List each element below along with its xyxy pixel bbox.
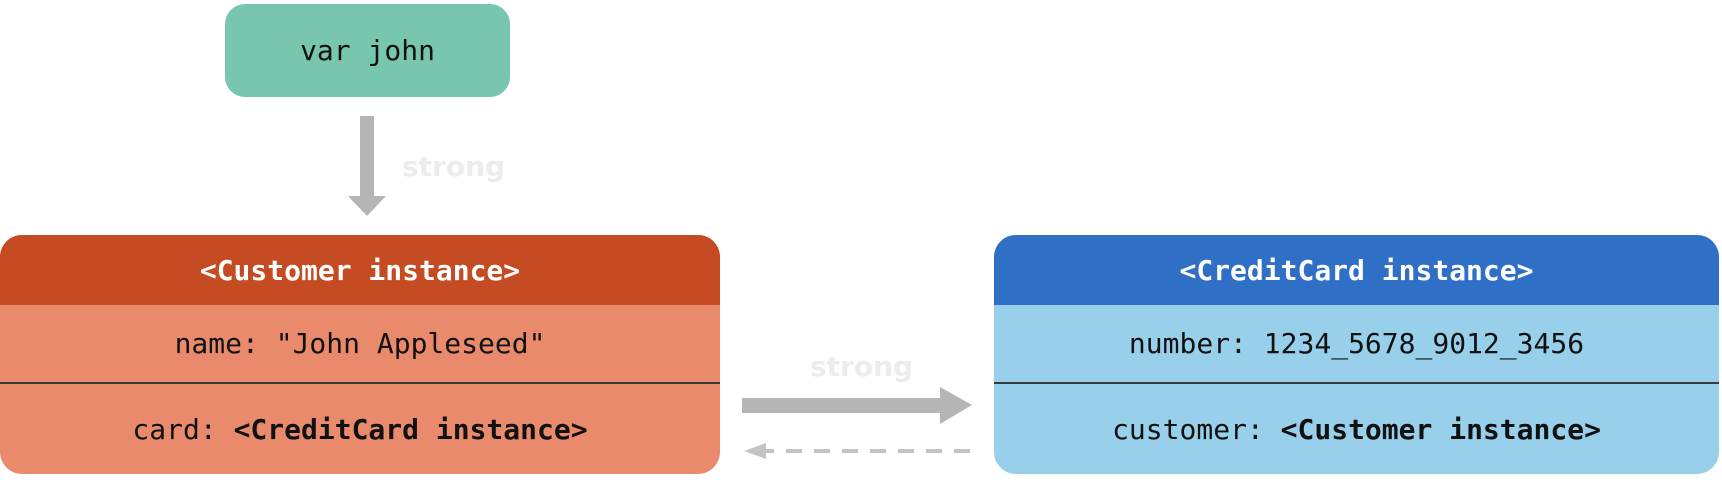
customer-card-row: card: <CreditCard instance> [0,384,720,474]
customer-name-value: "John Appleseed" [275,327,546,360]
creditcard-instance-title: <CreditCard instance> [994,235,1719,305]
customer-name-key: name: [174,327,259,360]
creditcard-customer-value: <Customer instance> [1280,412,1601,446]
creditcard-number-key: number: [1128,327,1247,360]
customer-instance-box: <Customer instance> name: "John Applesee… [0,235,720,474]
creditcard-customer-row: customer: <Customer instance> [994,384,1719,474]
customer-to-card-arrow [742,387,972,424]
creditcard-customer-key: customer: [1112,412,1264,446]
strong-label-horizontal: strong [810,350,914,383]
strong-label-vertical: strong [402,150,506,183]
creditcard-number-value: 1234_5678_9012_3456 [1263,327,1585,360]
customer-divider [0,382,720,384]
customer-instance-title: <Customer instance> [0,235,720,305]
creditcard-number-row: number: 1234_5678_9012_3456 [994,305,1719,382]
variable-john-box: var john [225,4,510,97]
customer-card-value: <CreditCard instance> [233,412,588,446]
customer-name-row: name: "John Appleseed" [0,305,720,382]
variable-john-label: var john [300,34,435,67]
john-to-customer-arrow [348,116,386,216]
creditcard-divider [994,382,1719,384]
creditcard-instance-box: <CreditCard instance> number: 1234_5678_… [994,235,1719,474]
customer-card-key: card: [132,412,217,446]
card-to-customer-dashed-arrow [744,443,970,459]
